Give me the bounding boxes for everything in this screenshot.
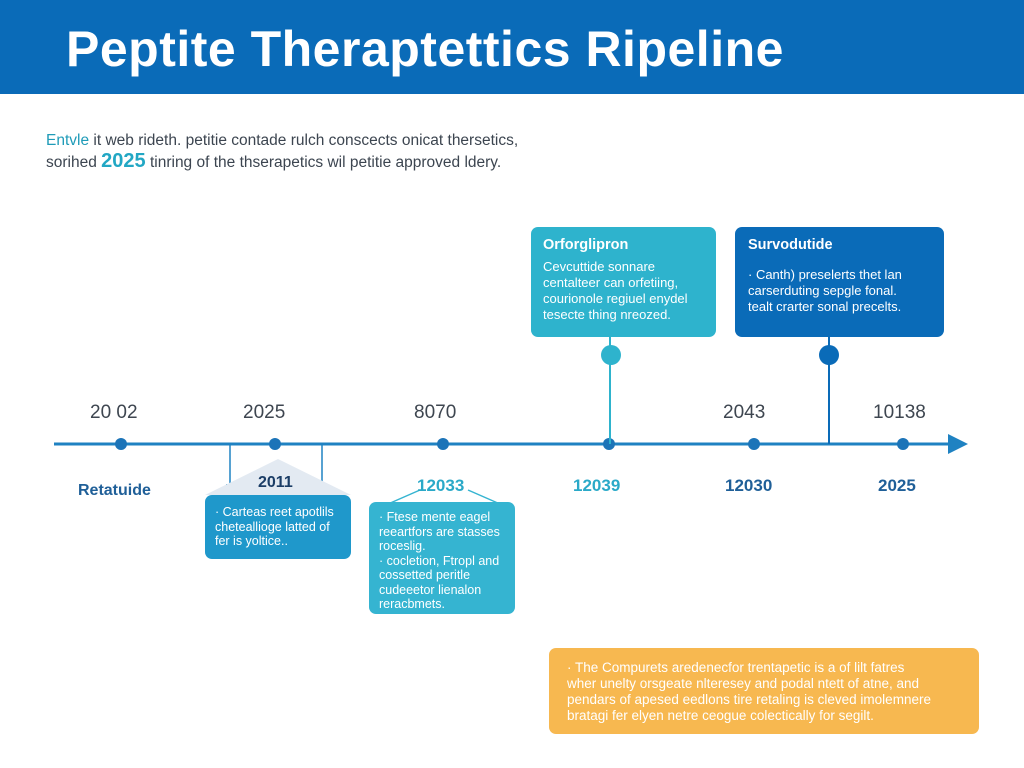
timeline-dot bbox=[269, 438, 281, 450]
card-line: centalteer can orfetiing, bbox=[543, 275, 679, 290]
card-line: · Carteas reet apotlils bbox=[215, 505, 334, 519]
note-line: wher unelty orsgeate nlteresey and podal… bbox=[567, 676, 919, 691]
intro-highlight-year: 2025 bbox=[101, 150, 146, 172]
card-line: Cevcuttide sonnare bbox=[543, 259, 656, 274]
card-line: cossetted peritle bbox=[379, 568, 471, 582]
card-line: courionole regiuel enydel bbox=[543, 291, 688, 306]
note-line: pendars of apesed eedlons tire retaling … bbox=[567, 692, 931, 707]
intro-line1: it web rideth. petitie contade rulch con… bbox=[89, 132, 519, 149]
card-line: · Canth) preselerts thet lan bbox=[748, 267, 902, 282]
bracket-12033-right bbox=[467, 489, 501, 505]
page-title: Peptite Theraptettics Ripeline bbox=[66, 21, 784, 77]
header-bar: Peptite Theraptettics Ripeline bbox=[0, 0, 1024, 94]
intro-line2-start: sorihed bbox=[46, 154, 102, 171]
card-heading: Survodutide bbox=[748, 237, 833, 253]
note-card: · The Compurets aredenecfor trentapetic … bbox=[549, 648, 979, 734]
intro-paragraph: Entvle it web rideth. petitie contade ru… bbox=[46, 130, 666, 173]
card-line: roceslig. bbox=[379, 539, 426, 553]
card-2011-header-shape bbox=[205, 459, 351, 495]
card-line: reeartfors are stasses bbox=[379, 524, 500, 539]
top-year-label: 2025 bbox=[243, 402, 286, 423]
bottom-year-label: 12033 bbox=[417, 476, 465, 495]
node-survodutide bbox=[819, 345, 839, 365]
card-line: · cocletion, Ftropl and bbox=[379, 553, 500, 568]
survodutide-card: Survodutide · Canth) preselerts thet lan… bbox=[735, 227, 944, 337]
top-year-label: 8070 bbox=[414, 402, 457, 423]
bracket-12033-left bbox=[387, 489, 421, 505]
timeline-dot bbox=[115, 438, 127, 450]
card-12033: · Ftese mente eagel reeartfors are stass… bbox=[369, 502, 515, 614]
node-orforglipron bbox=[601, 345, 621, 365]
retatrutide-label: Retatuide bbox=[78, 482, 151, 499]
card-heading: Orforglipron bbox=[543, 237, 629, 253]
orforglipron-card: Orforglipron Cevcuttide sonnare centalte… bbox=[531, 227, 716, 337]
top-year-label: 10138 bbox=[873, 402, 926, 423]
timeline-dot bbox=[748, 438, 760, 450]
card-line: tesecte thing nreozed. bbox=[543, 307, 671, 322]
top-year-label: 20 02 bbox=[90, 402, 138, 423]
bottom-year-label: 12039 bbox=[573, 476, 621, 495]
card-line: · Ftese mente eagel bbox=[379, 510, 491, 524]
card-line: tealt crarter sonal precelts. bbox=[748, 299, 902, 314]
timeline-dot bbox=[437, 438, 449, 450]
card-2011: · Carteas reet apotlils cheteallioge lat… bbox=[205, 495, 351, 559]
card-line: fer is yoltice.. bbox=[215, 534, 288, 548]
card-line: cheteallioge latted of bbox=[215, 519, 330, 534]
intro-lead: Entvle bbox=[46, 132, 90, 149]
card-line: carserduting sepgle fonal. bbox=[748, 283, 897, 298]
note-line: · The Compurets aredenecfor trentapetic … bbox=[567, 660, 905, 675]
intro-line2-end: tinring of the thserapetics wil petitie … bbox=[145, 154, 502, 171]
bottom-year-label: 12030 bbox=[725, 476, 773, 495]
note-line: bratagi fer elyen netre ceogue colectica… bbox=[567, 708, 874, 723]
card-line: cudeeetor lienalon bbox=[379, 582, 482, 597]
timeline-dot bbox=[897, 438, 909, 450]
bottom-year-label: 2025 bbox=[878, 476, 916, 495]
top-year-label: 2043 bbox=[723, 402, 766, 423]
card-2011-label: 2011 bbox=[258, 474, 293, 491]
timeline-arrowhead bbox=[948, 434, 968, 454]
card-line: reracbmets. bbox=[379, 597, 445, 611]
